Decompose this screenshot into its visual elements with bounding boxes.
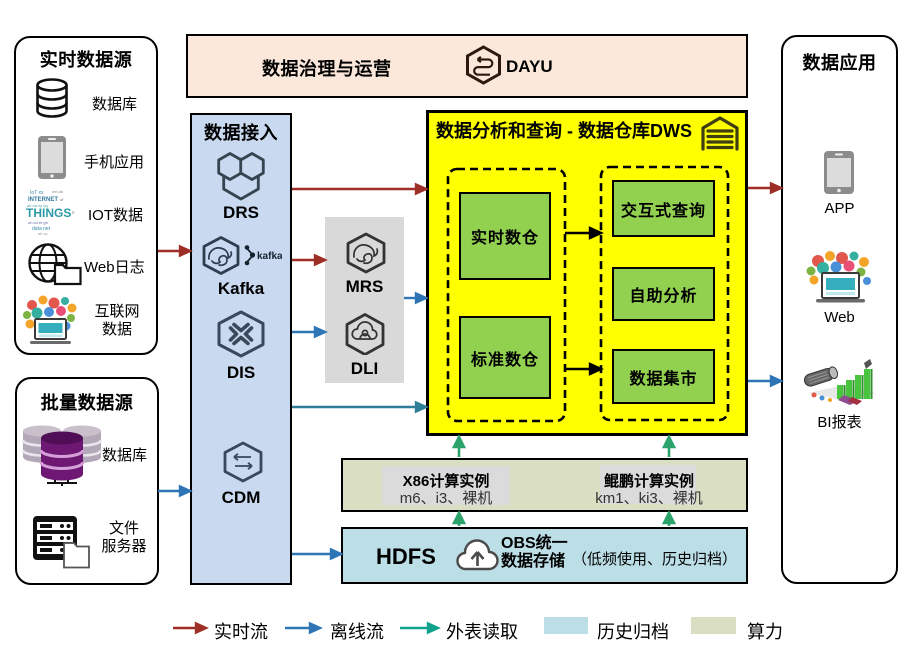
svg-text:of: of <box>60 197 64 202</box>
svg-text:on cd ef gh: on cd ef gh <box>28 220 48 225</box>
svg-text:data net: data net <box>32 226 51 232</box>
svg-text:x: x <box>72 210 75 216</box>
svg-text:IoT xx: IoT xx <box>30 190 44 196</box>
svg-text:THINGS: THINGS <box>26 206 71 220</box>
svg-text:kafka: kafka <box>257 251 282 262</box>
svg-text:INTERNET: INTERNET <box>28 197 58 203</box>
svg-text:ab da xy qq: ab da xy qq <box>27 203 48 208</box>
svg-text:net ab: net ab <box>52 189 64 194</box>
svg-text:ab xy: ab xy <box>38 231 48 236</box>
